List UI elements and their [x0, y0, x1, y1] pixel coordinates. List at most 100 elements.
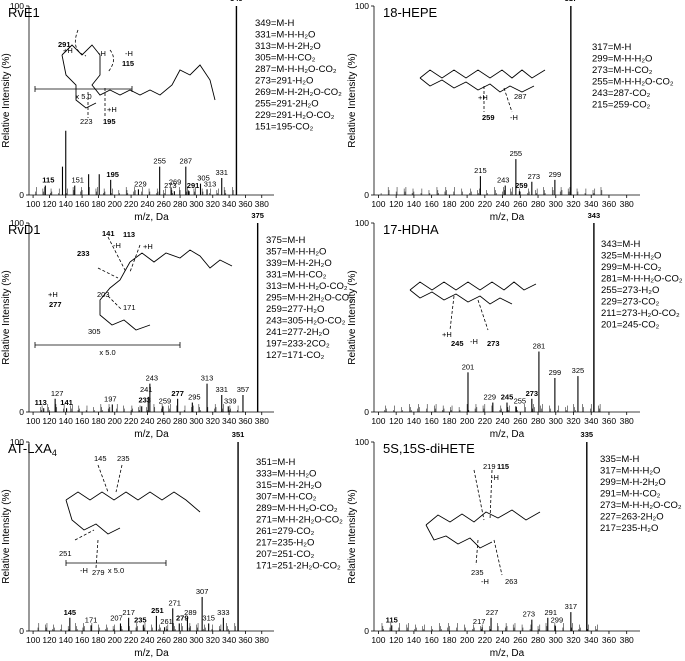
fragment-label: +H — [143, 242, 153, 251]
panel-title: RvD1 — [8, 222, 41, 237]
y-axis-label: Relative Intensity (%) — [1, 53, 12, 147]
x-tick-label: 240 — [495, 416, 509, 426]
y-tick-label: 0 — [364, 190, 369, 200]
panel-title: AT-LXA4 — [8, 441, 57, 458]
x-axis-label: m/z, Da — [490, 212, 525, 223]
peak-label-351: 351 — [232, 430, 245, 439]
peak-label-243: 243 — [146, 374, 159, 383]
annotation-line: 331=M-H-CO₂ — [266, 270, 327, 281]
x-tick-label: 260 — [513, 635, 527, 645]
peak-label-287: 287 — [180, 157, 193, 166]
y-tick-label: 0 — [364, 626, 369, 636]
peak-label-243: 243 — [497, 176, 510, 185]
x-tick-label: 300 — [189, 199, 203, 209]
peak-label-201: 201 — [462, 362, 475, 371]
cleavage-line — [107, 236, 127, 273]
x-tick-label: 280 — [173, 199, 187, 209]
annotation-line: 229=273-CO₂ — [601, 297, 660, 308]
fragment-label: 223 — [80, 117, 93, 126]
structure-bond — [409, 289, 513, 305]
cleavage-line — [74, 529, 95, 541]
x-tick-label: 220 — [124, 635, 138, 645]
x-axis-label: m/z, Da — [490, 429, 525, 440]
fragment-label: 235 — [471, 568, 484, 577]
y-tick-label: 100 — [10, 437, 24, 447]
x-tick-label: 140 — [407, 199, 421, 209]
fragment-label: 113 — [123, 230, 135, 239]
peak-label-171: 171 — [85, 615, 98, 624]
x-tick-label: 160 — [425, 199, 439, 209]
panel-title: 17-HDHA — [383, 222, 439, 237]
peak-label-273: 273 — [523, 610, 536, 619]
peak-label-255: 255 — [514, 396, 527, 405]
peak-label-227: 227 — [486, 608, 499, 617]
x-tick-label: 360 — [238, 416, 252, 426]
fragment-label: 263 — [505, 577, 518, 586]
fragment-label: 279 — [92, 568, 105, 577]
annotation-line: 351=M-H — [256, 457, 295, 468]
x-tick-label: 340 — [222, 199, 236, 209]
fragment-label: 195 — [103, 117, 116, 126]
annotation-line: 127=171-CO₂ — [266, 350, 325, 361]
y-tick-label: 0 — [19, 190, 24, 200]
fragment-label: 219 — [483, 462, 496, 471]
x-tick-label: 320 — [566, 635, 580, 645]
x-tick-label: 340 — [584, 635, 598, 645]
y-axis-label: Relative Intensity (%) — [1, 270, 12, 364]
cleavage-line — [503, 87, 513, 113]
annotation-line: 241=277-2H₂O — [266, 327, 330, 338]
x-tick-label: 260 — [513, 416, 527, 426]
x-tick-label: 320 — [206, 416, 220, 426]
annotation-line: 255=M-H-H₂O-CO₂ — [592, 77, 674, 88]
fragment-label: 277 — [49, 300, 62, 309]
peak-label-305: 305 — [197, 174, 210, 183]
x-tick-label: 120 — [389, 635, 403, 645]
peak-label-291: 291 — [545, 608, 558, 617]
fragment-label: -H — [470, 337, 478, 346]
x-tick-label: 160 — [75, 199, 89, 209]
peak-label-273: 273 — [164, 181, 177, 190]
peak-label-217: 217 — [122, 608, 135, 617]
cleavage-line — [489, 469, 493, 521]
annotation-line: 349=M-H — [255, 18, 294, 29]
peak-label-217: 217 — [473, 617, 486, 626]
peak-label-331: 331 — [215, 168, 228, 177]
x-tick-label: 220 — [124, 199, 138, 209]
annotation-line: 315=M-H-2H₂O — [256, 480, 322, 491]
peak-label-333: 333 — [217, 608, 230, 617]
peak-label-313: 313 — [201, 374, 214, 383]
fragment-label: -H — [510, 113, 518, 122]
structure-bond — [129, 249, 233, 269]
peak-label-357: 357 — [237, 385, 250, 394]
structure-bond — [419, 69, 546, 79]
peak-label-317: 317 — [565, 602, 578, 611]
x-tick-label: 360 — [602, 199, 616, 209]
x-tick-label: 260 — [157, 416, 171, 426]
annotation-line: 335=M-H — [600, 454, 639, 465]
x-tick-label: 280 — [531, 199, 545, 209]
annotation-line: 325=M-H-H₂O — [601, 251, 661, 262]
x-tick-label: 240 — [495, 635, 509, 645]
cleavage-line — [473, 469, 485, 521]
annotation-line: 255=291-2H₂O — [255, 99, 319, 110]
x-tick-label: 340 — [222, 635, 236, 645]
x-tick-label: 360 — [602, 635, 616, 645]
x-tick-label: 320 — [206, 199, 220, 209]
annotation-line: 243=287-CO₂ — [592, 88, 651, 99]
peak-label-141: 141 — [60, 398, 73, 407]
annotation-line: 287=M-H-H₂O-CO₂ — [255, 64, 337, 75]
cleavage-line — [115, 464, 123, 493]
y-tick-label: 0 — [19, 407, 24, 417]
fragment-label: 115 — [497, 462, 509, 471]
annotation-line: 291=M-H-CO₂ — [600, 489, 661, 500]
annotation-line: 217=235-H₂O — [256, 538, 314, 549]
peak-label-307: 307 — [196, 587, 209, 596]
structure-bond — [99, 261, 151, 331]
peak-label-261: 261 — [160, 617, 173, 626]
annotation-line: 171=251-2H₂O-CO₂ — [256, 561, 341, 572]
x-tick-label: 100 — [371, 416, 385, 426]
annotation-line: 261=279-CO₂ — [256, 526, 315, 537]
x-tick-label: 200 — [108, 199, 122, 209]
annotation-line: 211=273-H₂O-CO₂ — [601, 308, 680, 319]
peak-label-313: 313 — [204, 179, 217, 188]
